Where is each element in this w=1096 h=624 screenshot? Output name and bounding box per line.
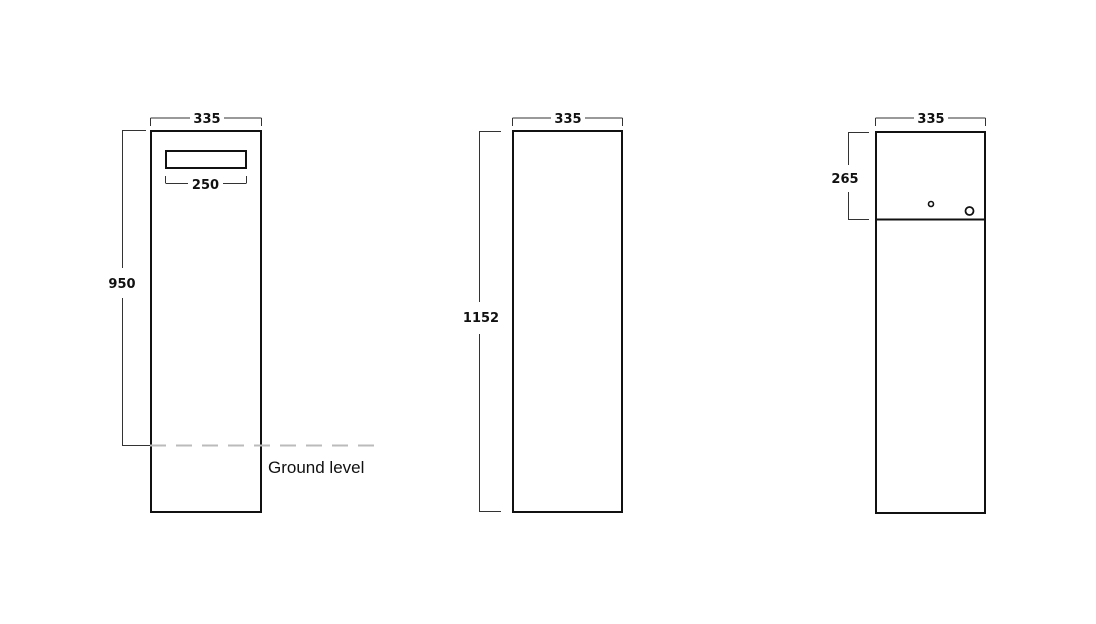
- front-width-dimension: 335: [150, 112, 262, 127]
- small-hole-icon: [927, 200, 935, 208]
- back-body-outline: [875, 131, 986, 514]
- slot-width-label: 250: [192, 178, 219, 193]
- front-height-label: 950: [108, 277, 135, 292]
- back-width-label: 335: [917, 112, 944, 127]
- front-view: 335 950 250 Ground level: [108, 112, 376, 513]
- ground-level-label: Ground level: [268, 458, 364, 477]
- side-width-dimension: 335: [512, 112, 623, 127]
- lock-icon: [964, 206, 975, 216]
- upper-section-height-label: 265: [831, 172, 858, 187]
- side-body-outline: [512, 130, 623, 513]
- upper-section-height-dimension: 265: [831, 132, 869, 220]
- side-height-label: 1152: [463, 311, 499, 326]
- back-view: 335 265: [831, 112, 986, 514]
- mail-slot: [165, 150, 247, 169]
- front-height-dimension: 950: [108, 130, 150, 446]
- side-view: 335 1152: [463, 112, 623, 513]
- front-width-label: 335: [193, 112, 220, 127]
- back-width-dimension: 335: [875, 112, 986, 127]
- front-body-outline: [150, 130, 262, 513]
- side-width-label: 335: [554, 112, 581, 127]
- side-height-dimension: 1152: [463, 131, 501, 512]
- slot-width-dimension: 250: [165, 176, 247, 193]
